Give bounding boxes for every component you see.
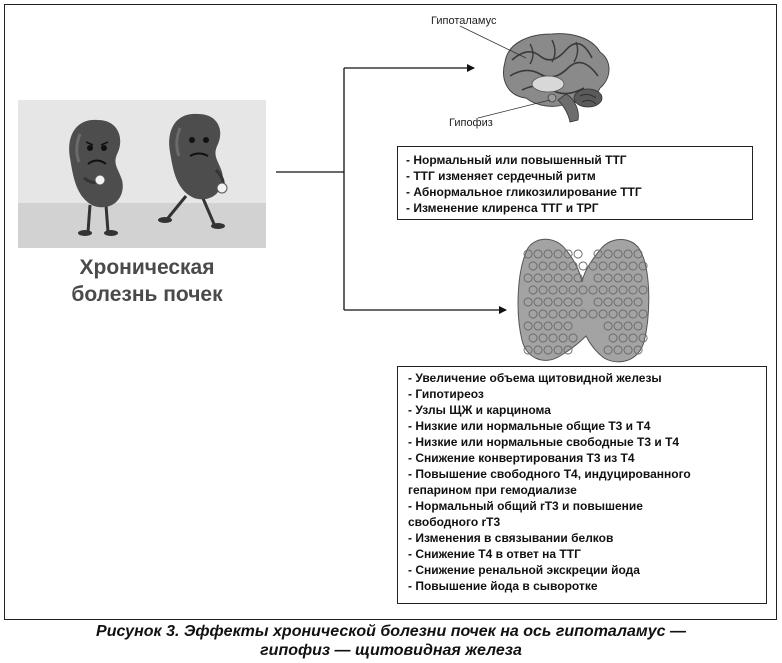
thyroid-effects-box: - Увеличение объема щитовидной железы - … [397,366,767,604]
sad-kidney-character [69,119,123,236]
thyroid-effect-item: - Снижение ренальной экскреции йода [408,563,640,577]
thyroid-effect-item: - Узлы ЩЖ и карцинома [408,403,551,417]
thyroid-effect-item: - Низкие или нормальные свободные Т3 и Т… [408,435,680,449]
pituitary-effect-item: - ТТГ изменяет сердечный ритм [406,169,596,183]
thyroid-effect-item: - Повышение йода в сыворотке [408,579,598,593]
hypothalamus-pointer [459,25,527,59]
thyroid-effect-item: - Увеличение объема щитовидной железы [408,371,662,385]
thyroid-effect-item: - Снижение конвертирования Т3 из Т4 [408,451,635,465]
pituitary-effect-item: - Абнормальное гликозилирование ТТГ [406,185,642,199]
kidney-characters [69,113,228,236]
thyroid-effect-item: - Нормальный общий rТ3 и повышение свобо… [408,499,643,529]
thyroid-lobules [523,249,648,355]
hypothalamus-label: Гипоталамус [431,15,497,27]
pituitary-label: Гипофиз [449,117,493,129]
pituitary-pointer [477,99,551,119]
walking-kidney-character [158,113,228,229]
ckd-label: Хроническая болезнь почек [71,256,223,306]
figure-caption: Рисунок 3. Эффекты хронической болезни п… [96,623,686,659]
pituitary-effect-item: - Нормальный или повышенный ТТГ [406,153,627,167]
thyroid-effect-item: - Низкие или нормальные общие Т3 и Т4 [408,419,651,433]
pituitary-effects-box: - Нормальный или повышенный ТТГ - ТТГ из… [397,146,753,220]
brain-illustration [503,33,610,123]
thyroid-effect-item: - Повышение свободного Т4, индуцированно… [408,467,691,497]
thyroid-effect-item: - Изменения в связывании белков [408,531,614,545]
figure-frame [4,4,777,620]
pituitary-effect-item: - Изменение клиренса ТТГ и ТРГ [406,201,599,215]
thyroid-illustration [517,238,650,363]
kidney-illustration [18,100,266,248]
thyroid-effect-item: - Гипотиреоз [408,387,484,401]
thyroid-effect-item: - Снижение Т4 в ответ на ТТГ [408,547,581,561]
